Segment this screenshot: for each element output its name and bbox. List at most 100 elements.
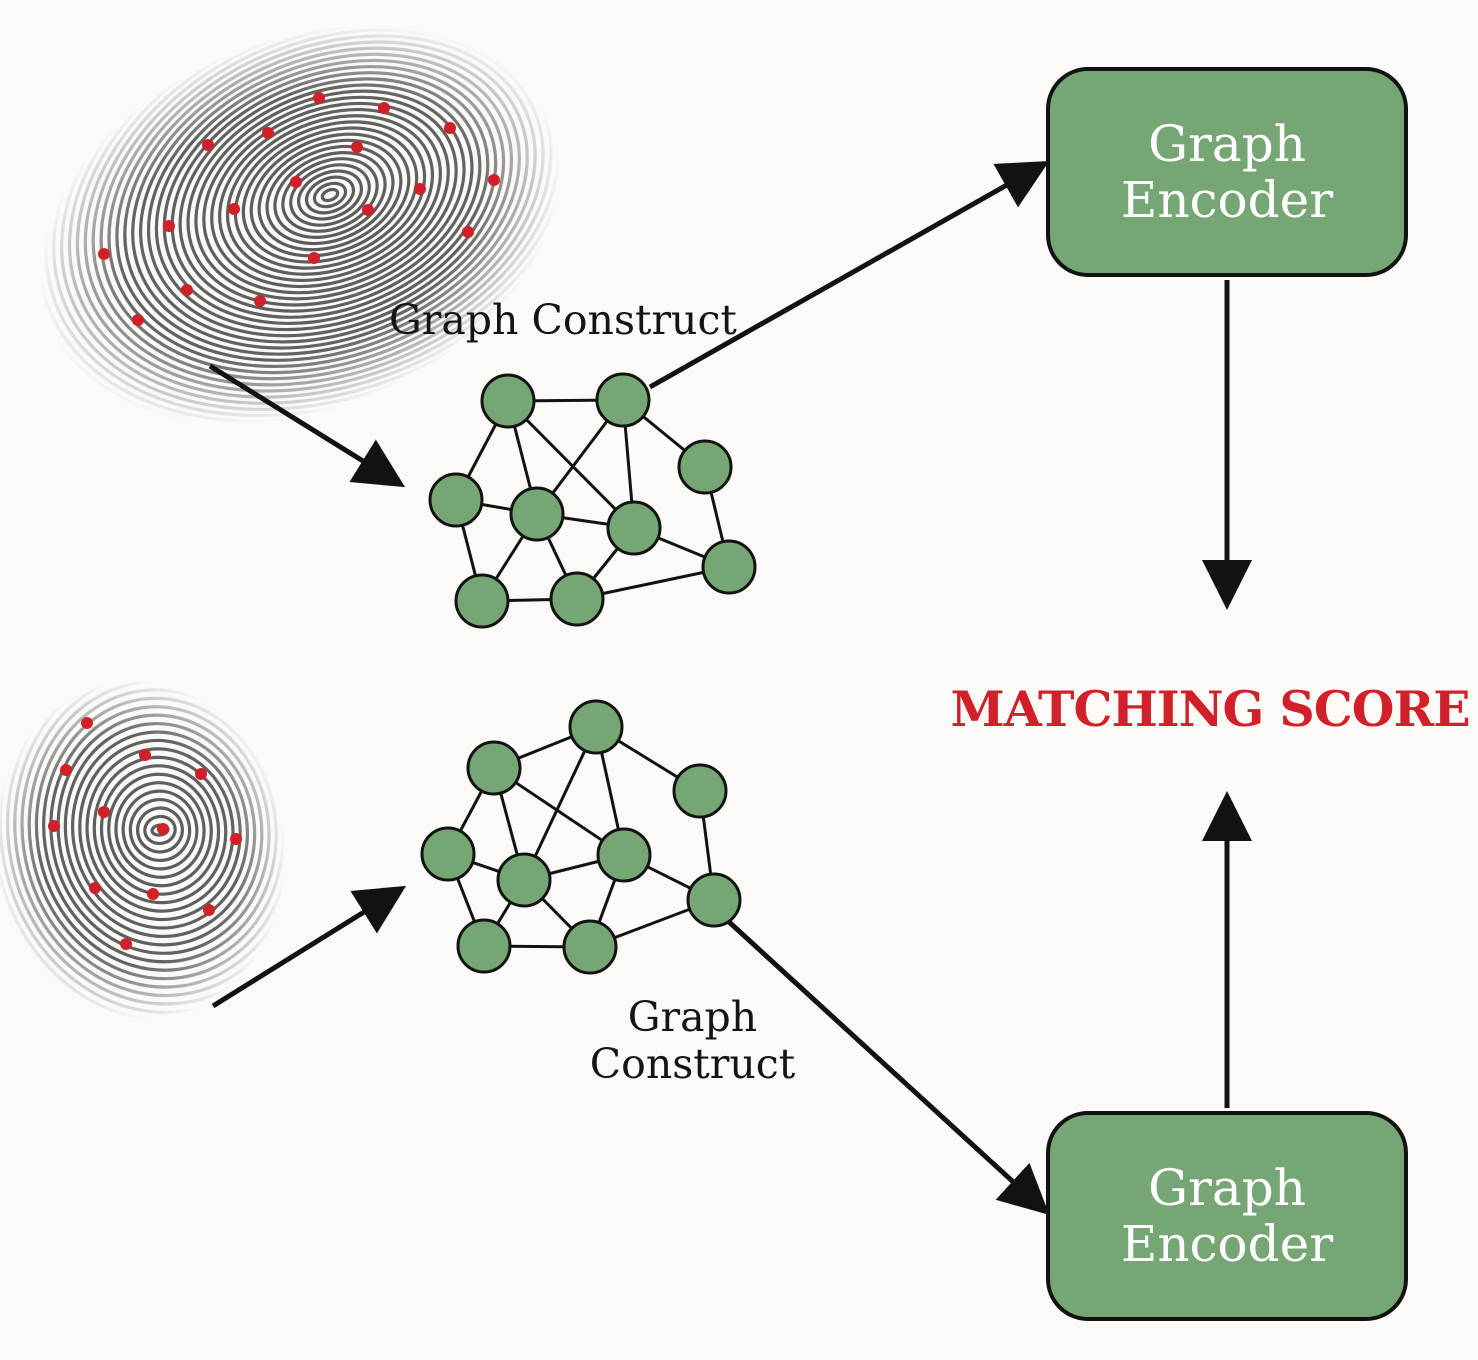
minutia-point	[157, 823, 169, 835]
fingerprint-ridge	[70, 730, 250, 930]
fingerprint-ridge	[0, 612, 351, 1048]
fingerprint-ridge	[60, 0, 600, 405]
fingerprint-ridge	[154, 58, 506, 332]
graph-node	[686, 872, 742, 928]
minutia-point	[81, 717, 93, 729]
graph-node	[677, 439, 733, 495]
fingerprint-ridge	[75, 0, 585, 393]
matching-score-label: MATCHING SCORE	[950, 680, 1470, 738]
minutia-point	[203, 904, 215, 916]
graph-encoder-box-bottom: Graph Encoder	[1046, 1111, 1408, 1321]
constructed-graph-top	[428, 372, 757, 629]
minutia-point	[228, 203, 240, 215]
minutia-point	[147, 888, 159, 900]
fingerprint-ridge	[107, 772, 213, 888]
fingerprint-ridge	[249, 132, 411, 258]
minutia-point	[444, 122, 456, 134]
fingerprint-ridge	[143, 814, 177, 846]
fingerprint-ridge	[36, 0, 624, 424]
fingerprint-ridge	[146, 52, 514, 338]
fingerprint-ridge	[123, 34, 537, 356]
fingerprint-ridge	[85, 747, 235, 913]
fingerprint-ridge	[304, 175, 356, 215]
graph-construct-label-bottom: Graph Construct	[589, 993, 796, 1089]
minutia-points-top	[98, 92, 500, 326]
minutia-point	[230, 833, 242, 845]
arrow-graph-to-encoder-bottom	[726, 919, 1050, 1216]
minutia-point	[462, 226, 474, 238]
fingerprint-ridge	[128, 798, 192, 862]
graph-node	[549, 571, 605, 627]
minutia-point	[132, 314, 144, 326]
graph-node	[562, 919, 618, 975]
minutia-point	[488, 174, 500, 186]
graph-encoder-label-bottom: Graph Encoder	[1120, 1159, 1334, 1273]
graph-node	[568, 699, 624, 755]
graph-node	[701, 539, 757, 595]
fingerprint-ridge	[139, 46, 521, 344]
fingerprint-ridge	[0, 620, 343, 1040]
fingerprint-ridge	[78, 738, 242, 922]
arrow-fingerprint-to-graph-top	[208, 363, 406, 488]
fingerprint-ridge	[162, 64, 498, 326]
fingerprint-ridge	[194, 89, 466, 301]
fingerprint-ridge	[273, 151, 387, 239]
fingerprint-ridge	[67, 0, 593, 399]
fingerprint-ridge	[44, 0, 616, 418]
graph-node	[509, 486, 565, 542]
minutia-point	[195, 768, 207, 780]
fingerprint-ridge	[42, 696, 278, 964]
graph-encoder-box-top: Graph Encoder	[1046, 67, 1408, 277]
fingerprint-ridge	[99, 764, 221, 896]
fingerprint-ridge	[0, 629, 336, 1031]
minutia-point	[378, 102, 390, 114]
arrow-fingerprint-to-graph-bottom	[211, 885, 407, 1009]
fingerprint-ridge	[107, 21, 553, 369]
minutia-point	[202, 139, 214, 151]
minutia-point	[98, 248, 110, 260]
fingerprint-ridge	[0, 578, 380, 1082]
fingerprint-ridge	[34, 688, 286, 972]
minutia-point	[98, 806, 110, 818]
fingerprint-ridge	[0, 595, 365, 1065]
graph-node	[606, 500, 662, 556]
fingerprint-ridge	[265, 144, 395, 246]
fingerprint-ridge	[186, 83, 474, 307]
graph-node	[480, 373, 536, 429]
graph-node	[595, 372, 651, 428]
fingerprint-ridge	[99, 15, 561, 375]
fingerprint-ridge	[210, 101, 450, 289]
fingerprint-ridge	[28, 0, 632, 430]
graph-edge	[522, 726, 598, 881]
graph-node	[420, 826, 476, 882]
fingerprint-ridge	[281, 157, 379, 233]
minutia-point	[163, 220, 175, 232]
fingerprint-ridge	[115, 28, 545, 362]
fingerprint-ridge	[5, 654, 315, 1006]
fingerprint-ridge	[312, 181, 348, 209]
graph-edge	[506, 399, 636, 530]
graph-construct-label-top: Graph Construct	[389, 296, 737, 344]
fingerprint-ridge	[20, 671, 300, 989]
minutia-point	[351, 141, 363, 153]
fingerprint-ridge	[121, 789, 199, 871]
fingerprint-ridge	[56, 713, 264, 947]
minutia-point	[362, 204, 374, 216]
fingerprint-ridge	[0, 645, 322, 1015]
minutia-point	[181, 284, 193, 296]
fingerprint-ridge	[218, 108, 442, 282]
minutia-point	[313, 92, 325, 104]
fingerprint-ridge	[241, 126, 419, 264]
fingerprint-ridge	[233, 120, 427, 270]
graph-node	[454, 573, 510, 629]
fingerprint-ridge	[178, 77, 482, 313]
minutia-point	[139, 749, 151, 761]
constructed-graph-bottom	[420, 699, 742, 975]
fingerprint-ridge	[49, 705, 271, 955]
fingerprint-ridge	[225, 114, 435, 276]
fingerprint-ridge	[13, 662, 307, 998]
fingerprint-ridge	[91, 9, 569, 381]
fingerprint-ridge	[12, 0, 648, 442]
minutia-point	[89, 882, 101, 894]
